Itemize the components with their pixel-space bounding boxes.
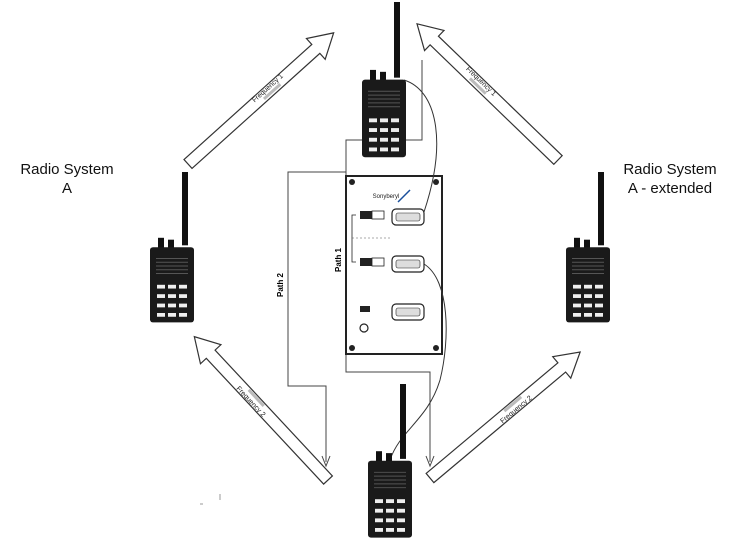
arrow-bottom-left: Frequency 2 bbox=[183, 326, 339, 491]
path-2-line bbox=[287, 171, 346, 462]
connector-3 bbox=[359, 303, 425, 333]
radio-top bbox=[361, 1, 407, 158]
radio-system-a-label: Radio System A bbox=[12, 160, 122, 198]
radio-right bbox=[565, 171, 611, 323]
radio-system-a-extended-label: Radio System A - extended bbox=[610, 160, 730, 198]
interface-box: Sonyberyl bbox=[345, 175, 443, 355]
radio-system-a-line1: Radio System bbox=[20, 161, 114, 178]
path-1-label: Path 1 bbox=[334, 247, 343, 272]
radio-system-a-line2: A bbox=[61, 180, 72, 197]
radio-system-a-extended-line2: A - extended bbox=[627, 180, 713, 197]
interface-logo-text: Sonyberyl bbox=[373, 194, 400, 200]
radio-bottom bbox=[367, 383, 413, 539]
path-1-arrowhead bbox=[425, 455, 435, 468]
arrow-bottom-right: Frequency 2 bbox=[420, 340, 590, 490]
arrow-top-right: Frequency 1 bbox=[406, 13, 569, 171]
radio-left bbox=[149, 171, 195, 323]
arrow-top-left: Frequency 1 bbox=[178, 21, 344, 176]
connector-2 bbox=[360, 255, 425, 273]
path-2-arrowhead bbox=[321, 455, 331, 468]
path-2-label: Path 2 bbox=[276, 272, 285, 297]
cable-top-radio bbox=[403, 79, 438, 213]
radio-system-a-extended-line1: Radio System bbox=[623, 161, 717, 178]
connector-1 bbox=[360, 208, 425, 226]
